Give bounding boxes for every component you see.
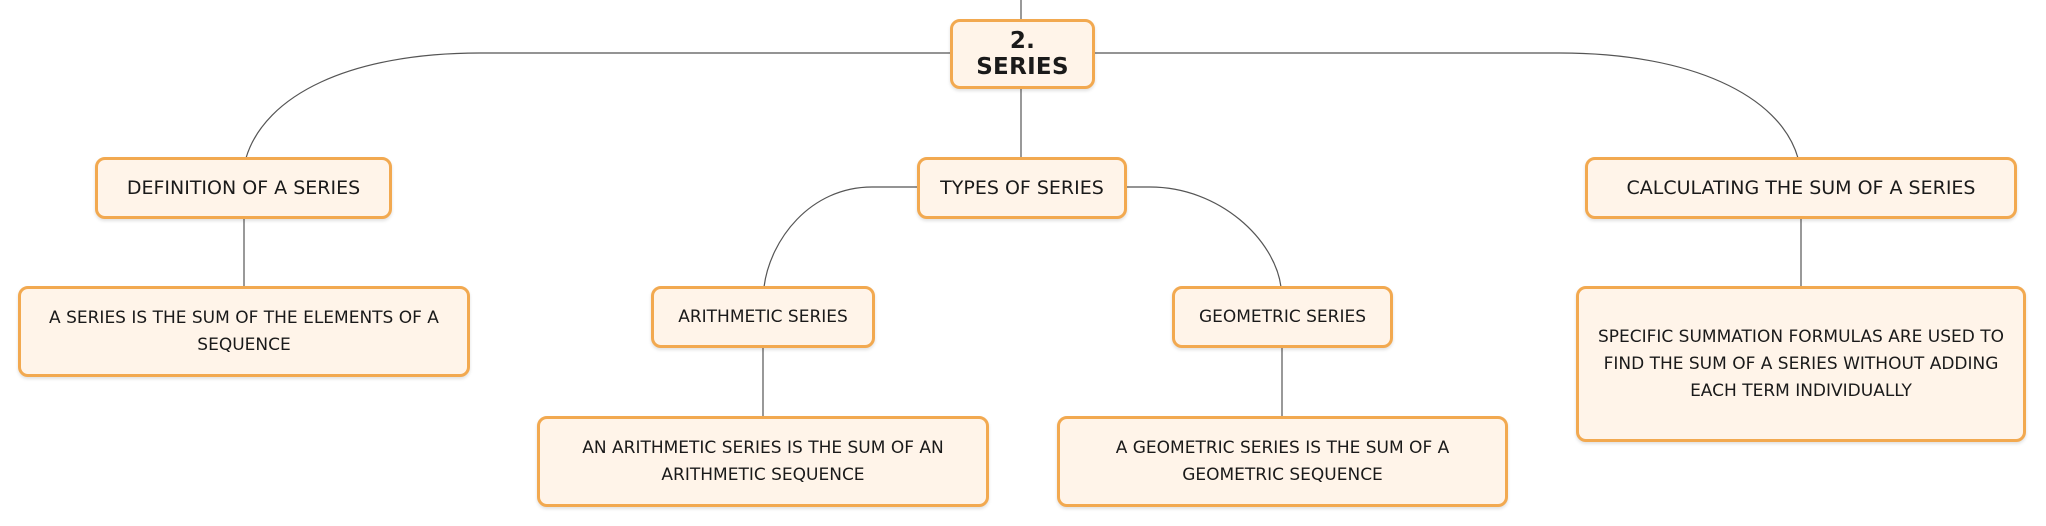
connector-types-to-geometric: [1126, 186, 1282, 288]
calculating-node[interactable]: CALCULATING THE SUM OF A SERIES: [1585, 157, 2017, 219]
arithmetic-detail-node[interactable]: AN ARITHMETIC SERIES IS THE SUM OF AN AR…: [537, 416, 989, 507]
connector-root-to-definition: [245, 52, 950, 159]
definition-node[interactable]: DEFINITION OF A SERIES: [95, 157, 392, 219]
connector-types-to-arithmetic: [763, 186, 917, 288]
calculating-node-label: CALCULATING THE SUM OF A SERIES: [1626, 177, 1976, 199]
calculating-detail-text: SPECIFIC SUMMATION FORMULAS ARE USED TO …: [1597, 326, 2005, 401]
geometric-detail-node[interactable]: A GEOMETRIC SERIES IS THE SUM OF A GEOME…: [1057, 416, 1508, 507]
arithmetic-series-node[interactable]: ARITHMETIC SERIES: [651, 286, 875, 348]
definition-detail-text: A SERIES IS THE SUM OF THE ELEMENTS OF A…: [49, 307, 439, 355]
geometric-series-label: GEOMETRIC SERIES: [1198, 306, 1367, 327]
types-node[interactable]: TYPES OF SERIES: [917, 157, 1127, 219]
root-node[interactable]: 2. SERIES: [950, 19, 1095, 89]
arithmetic-detail-text: AN ARITHMETIC SERIES IS THE SUM OF AN AR…: [582, 437, 944, 485]
geometric-series-node[interactable]: GEOMETRIC SERIES: [1172, 286, 1393, 348]
geometric-detail-text: A GEOMETRIC SERIES IS THE SUM OF A GEOME…: [1115, 437, 1450, 485]
definition-node-label: DEFINITION OF A SERIES: [126, 177, 361, 199]
root-node-label: 2. SERIES: [976, 28, 1069, 80]
arithmetic-series-label: ARITHMETIC SERIES: [678, 306, 848, 327]
types-node-label: TYPES OF SERIES: [940, 177, 1104, 199]
calculating-detail-node[interactable]: SPECIFIC SUMMATION FORMULAS ARE USED TO …: [1576, 286, 2026, 442]
connector-root-to-calculating: [1093, 52, 1799, 159]
definition-detail-node[interactable]: A SERIES IS THE SUM OF THE ELEMENTS OF A…: [18, 286, 470, 377]
